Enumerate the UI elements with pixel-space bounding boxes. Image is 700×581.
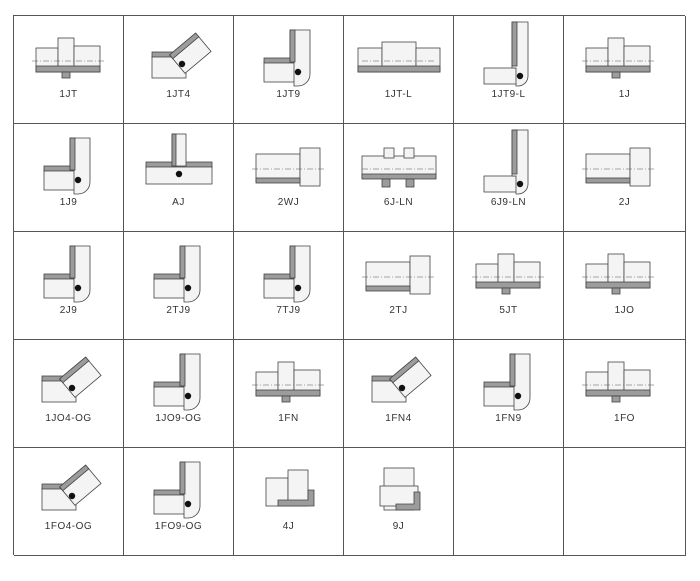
elbow-90-fitting-icon xyxy=(263,29,311,87)
swivel-straight-fitting-icon xyxy=(582,147,656,187)
fitting-cell: 1JT9 xyxy=(234,16,344,124)
fitting-label: 4J xyxy=(282,521,295,532)
fitting-label: 5JT xyxy=(499,305,518,316)
fitting-cell: 1JO9-OG xyxy=(124,340,234,448)
elbow-90-fitting-icon xyxy=(263,245,311,303)
straight-fitting-icon xyxy=(32,37,106,79)
fitting-label: 2TJ9 xyxy=(166,305,191,316)
fitting-label: 1J xyxy=(618,89,631,100)
fitting-label: 1JO4-OG xyxy=(45,413,92,424)
fitting-label: 1JT9 xyxy=(276,89,301,100)
bulkhead-fitting-icon xyxy=(361,147,437,188)
fitting-cell: 1FO xyxy=(564,340,686,448)
long-straight-fitting-icon xyxy=(357,41,441,73)
fitting-label: 1JT xyxy=(59,89,78,100)
fitting-cell: 6J-LN xyxy=(344,124,454,232)
fitting-label: 1JT-L xyxy=(384,89,413,100)
swivel-elbow-fitting-icon xyxy=(43,245,91,303)
elbow-90-fitting-icon xyxy=(153,245,201,303)
elbow-90-fitting-icon xyxy=(483,353,531,411)
fitting-cell: 2WJ xyxy=(234,124,344,232)
straight-fitting-icon xyxy=(252,361,326,403)
elbow-90-fitting-icon xyxy=(43,137,91,195)
fitting-cell: 1FN4 xyxy=(344,340,454,448)
cap-fitting-icon xyxy=(265,469,315,507)
fitting-cell: 1FO4-OG xyxy=(14,448,124,556)
elbow-90-fitting-icon xyxy=(153,461,201,519)
fitting-label: 2WJ xyxy=(277,197,300,208)
fitting-cell: 1JT9-L xyxy=(454,16,564,124)
fitting-cell: 9J xyxy=(344,448,454,556)
fitting-catalog-grid: 1JT 1JT4 1JT9 1JT-L 1JT9-L 1J 1J9 AJ 2WJ… xyxy=(13,15,686,556)
fitting-label: 9J xyxy=(392,521,405,532)
fitting-label: 6J9-LN xyxy=(490,197,527,208)
fitting-cell: 1JO4-OG xyxy=(14,340,124,448)
fitting-cell: 2J xyxy=(564,124,686,232)
fitting-label: 1FN xyxy=(278,413,299,424)
fitting-label: 7TJ9 xyxy=(276,305,301,316)
fitting-label: 2TJ xyxy=(389,305,408,316)
fitting-cell: 2J9 xyxy=(14,232,124,340)
elbow-45-fitting-icon xyxy=(151,32,212,79)
fitting-cell: 6J9-LN xyxy=(454,124,564,232)
fitting-cell: 1FN xyxy=(234,340,344,448)
straight-fitting-icon xyxy=(472,253,546,295)
fitting-label: 1FN4 xyxy=(385,413,412,424)
fitting-label: 1JT9-L xyxy=(491,89,526,100)
fitting-label: 1FO9-OG xyxy=(154,521,203,532)
elbow-45-fitting-icon xyxy=(371,356,432,403)
elbow-45-fitting-icon xyxy=(41,464,102,511)
elbow-90-fitting-icon xyxy=(153,353,201,411)
fitting-cell: AJ xyxy=(124,124,234,232)
fitting-cell: 1JT xyxy=(14,16,124,124)
long-elbow-90-fitting-icon xyxy=(483,21,529,87)
fitting-label: 1FO4-OG xyxy=(44,521,93,532)
fitting-cell: 1JT4 xyxy=(124,16,234,124)
fitting-cell: 1FN9 xyxy=(454,340,564,448)
fitting-cell: 4J xyxy=(234,448,344,556)
tee-fitting-icon xyxy=(145,133,213,185)
fitting-label: AJ xyxy=(172,197,185,208)
fitting-label: 2J9 xyxy=(59,305,78,316)
bulkhead-elbow-fitting-icon xyxy=(483,129,529,195)
straight-fitting-icon xyxy=(582,361,656,403)
straight-fitting-icon xyxy=(582,37,656,79)
fitting-label: 1JT4 xyxy=(166,89,191,100)
fitting-cell: 7TJ9 xyxy=(234,232,344,340)
fitting-cell: 1J xyxy=(564,16,686,124)
fitting-label: 1FO xyxy=(614,413,635,424)
elbow-45-fitting-icon xyxy=(41,356,102,403)
fitting-label: 1J9 xyxy=(59,197,78,208)
empty-cell xyxy=(454,448,564,556)
fitting-label: 6J-LN xyxy=(383,197,414,208)
fitting-cell: 1FO9-OG xyxy=(124,448,234,556)
fitting-label: 1FN9 xyxy=(495,413,522,424)
straight-fitting-icon xyxy=(582,253,656,295)
fitting-cell: 2TJ xyxy=(344,232,454,340)
empty-cell xyxy=(564,448,686,556)
fitting-label: 2J xyxy=(618,197,631,208)
swivel-straight-fitting-icon xyxy=(252,147,326,187)
fitting-label: 1JO9-OG xyxy=(155,413,202,424)
plug-fitting-icon xyxy=(379,467,421,511)
fitting-cell: 1JT-L xyxy=(344,16,454,124)
fitting-cell: 5JT xyxy=(454,232,564,340)
fitting-cell: 2TJ9 xyxy=(124,232,234,340)
fitting-cell: 1J9 xyxy=(14,124,124,232)
fitting-label: 1JO xyxy=(614,305,635,316)
swivel-straight-fitting-icon xyxy=(362,255,436,295)
fitting-cell: 1JO xyxy=(564,232,686,340)
